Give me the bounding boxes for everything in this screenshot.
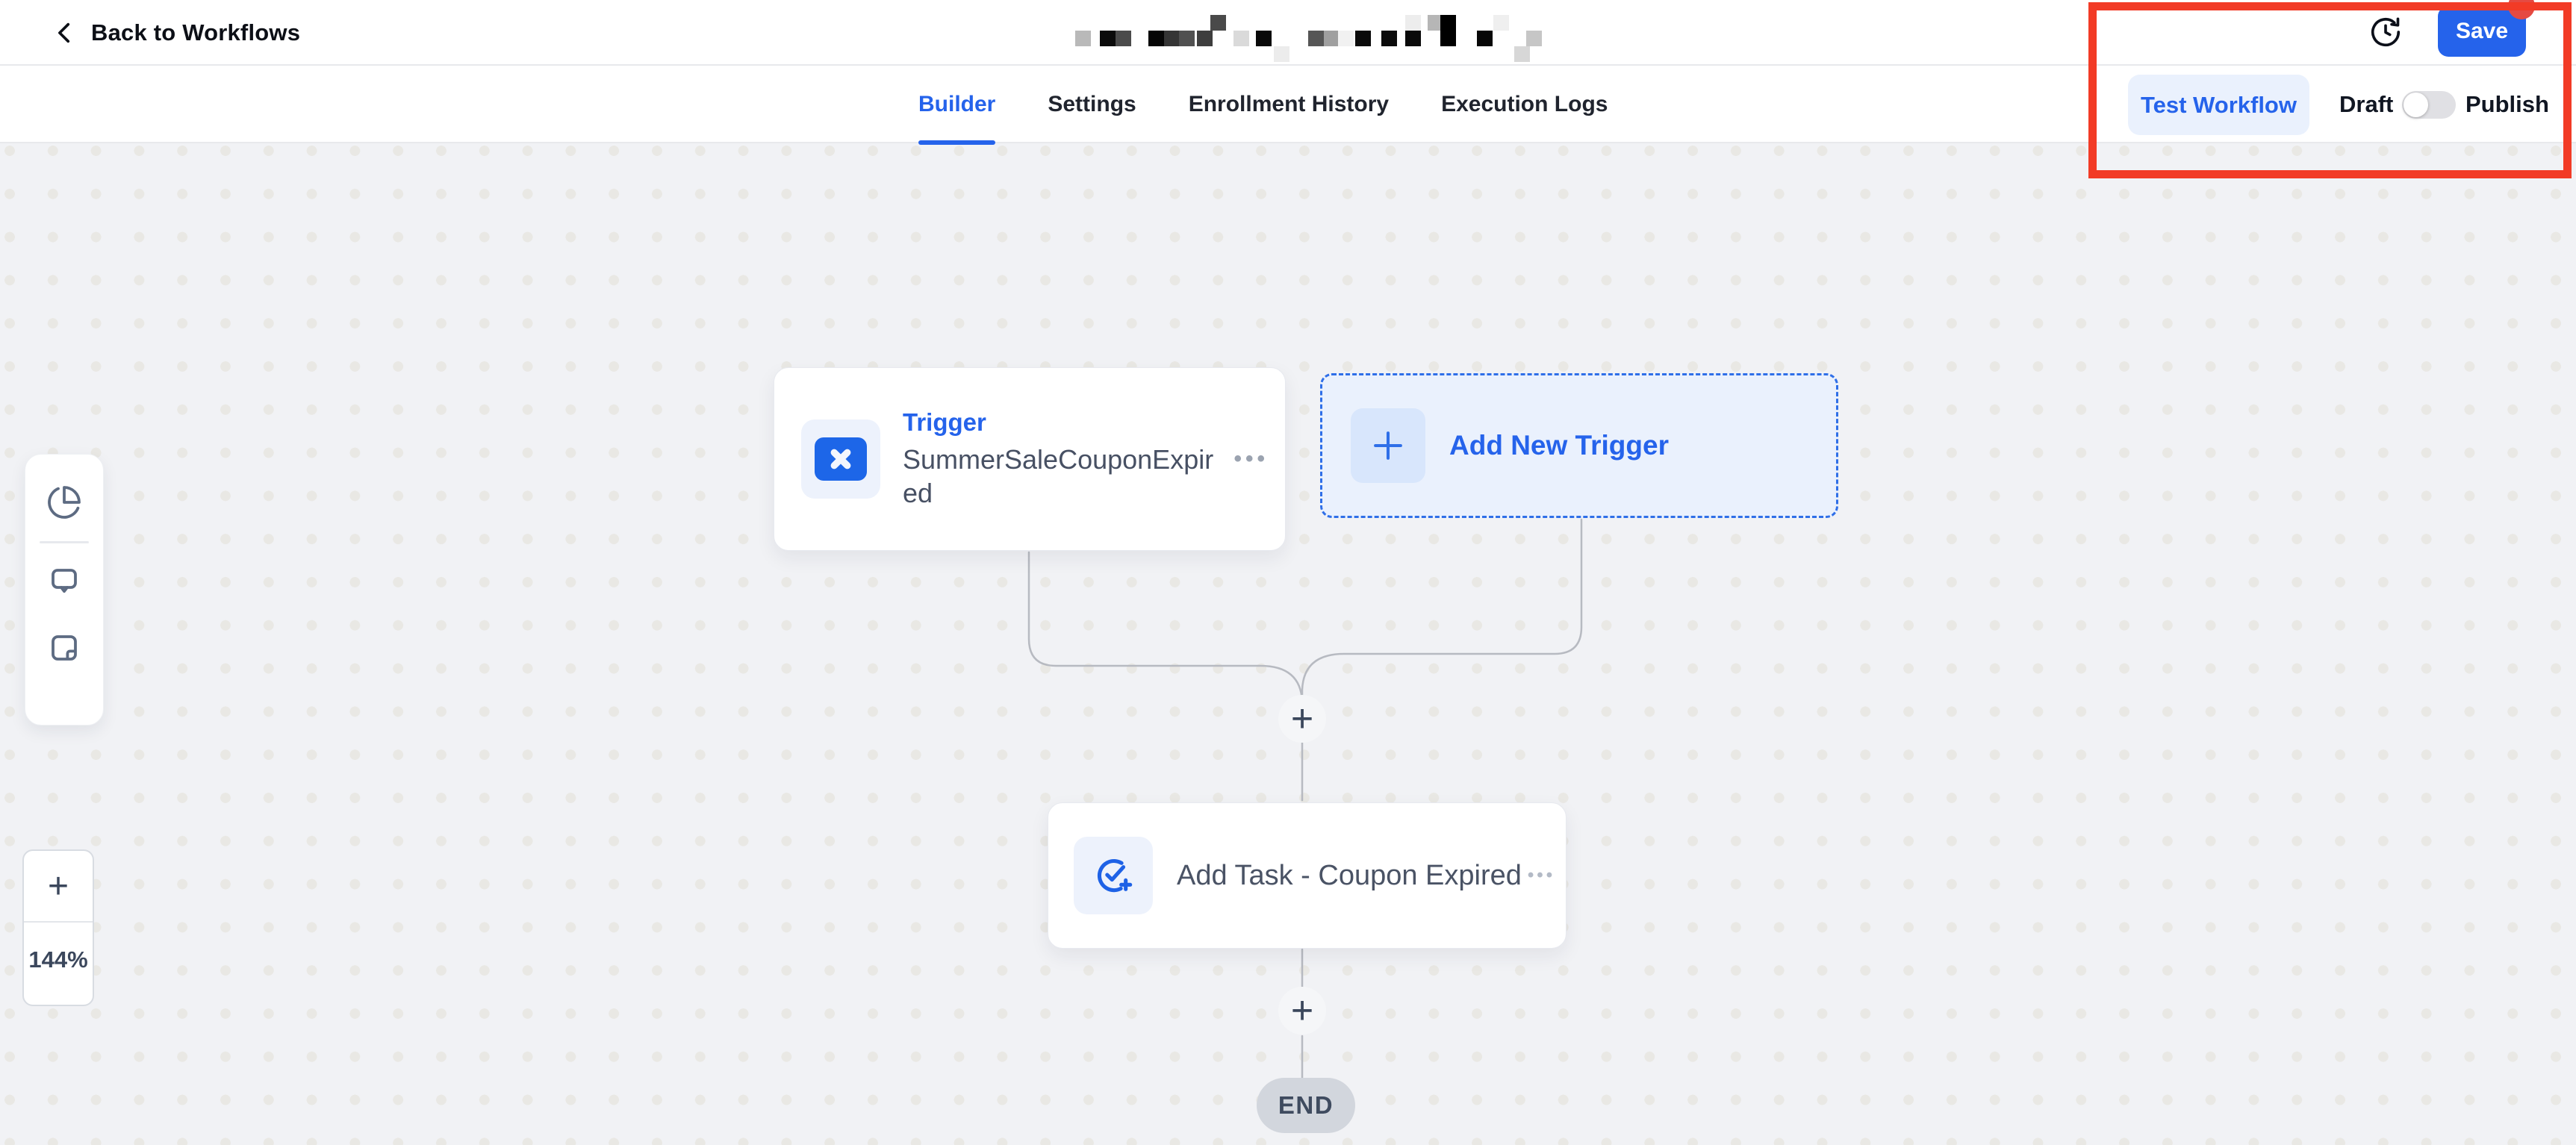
analytics-button[interactable] [46, 484, 82, 520]
history-clock-icon [2371, 17, 2401, 47]
trigger-name: SummerSaleCouponExpired [903, 444, 1214, 508]
plus-icon-container [1351, 408, 1425, 483]
zoom-level-display[interactable]: 144% [28, 946, 88, 973]
toolbar-divider [40, 541, 89, 543]
add-task-node[interactable]: Add Task - Coupon Expired ••• [1048, 802, 1567, 949]
tab-builder[interactable]: Builder [918, 66, 996, 145]
trigger-node[interactable]: Trigger SummerSaleCouponExpired ••• [774, 367, 1286, 551]
publish-toggle[interactable] [2402, 91, 2456, 119]
workflow-canvas[interactable]: Trigger SummerSaleCouponExpired ••• Add … [0, 143, 2576, 1145]
plus-icon [1374, 431, 1402, 460]
top-header: Back to Workflows Save [0, 0, 2576, 66]
active-tab-underline [918, 140, 996, 145]
connector-trigger-to-merge [1027, 551, 1304, 711]
tab-execution-logs[interactable]: Execution Logs [1441, 92, 1608, 116]
add-task-label: Add Task - Coupon Expired [1177, 859, 1522, 891]
notes-button[interactable] [46, 630, 82, 666]
connector-addtrigger-to-merge [1301, 518, 1583, 711]
trigger-type-label: Trigger [903, 408, 986, 436]
zoom-in-button[interactable]: + [24, 851, 93, 923]
zoom-controls: + 144% [22, 849, 94, 1006]
tab-enrollment-history[interactable]: Enrollment History [1188, 92, 1390, 116]
trigger-icon-container [801, 419, 880, 499]
tab-bar: Builder Settings Enrollment History Exec… [0, 66, 2576, 145]
tabs-group: Builder Settings Enrollment History Exec… [918, 66, 1608, 145]
add-task-menu-ellipsis-icon[interactable]: ••• [1527, 865, 1556, 885]
canvas-side-toolbar [25, 454, 104, 726]
test-workflow-button[interactable]: Test Workflow [2128, 75, 2309, 135]
end-node: END [1257, 1078, 1355, 1133]
sticky-note-icon [52, 635, 77, 661]
version-history-button[interactable] [2365, 12, 2406, 52]
add-new-trigger-label: Add New Trigger [1449, 430, 1669, 461]
comments-button[interactable] [46, 563, 82, 599]
back-label: Back to Workflows [91, 19, 301, 46]
x-square-icon [815, 437, 867, 481]
save-button[interactable]: Save [2438, 6, 2526, 57]
draft-label: Draft [2339, 91, 2394, 117]
task-check-plus-icon [1097, 858, 1133, 893]
tab-settings[interactable]: Settings [1048, 92, 1136, 116]
add-new-trigger-button[interactable]: Add New Trigger [1320, 373, 1838, 518]
back-to-workflows-button[interactable]: Back to Workflows [52, 0, 300, 66]
add-step-button-top[interactable]: + [1278, 695, 1326, 743]
task-icon-container [1074, 837, 1153, 914]
redacted-title [1075, 15, 1553, 62]
add-step-button-bottom[interactable]: + [1278, 987, 1326, 1035]
comment-icon [52, 569, 77, 593]
toggle-knob [2404, 93, 2428, 117]
publish-label: Publish [2465, 91, 2549, 117]
trigger-text: Trigger SummerSaleCouponExpired [903, 408, 1224, 510]
pie-chart-icon [48, 486, 81, 519]
trigger-menu-ellipsis-icon[interactable]: ••• [1233, 446, 1269, 471]
chevron-left-icon [58, 22, 70, 43]
